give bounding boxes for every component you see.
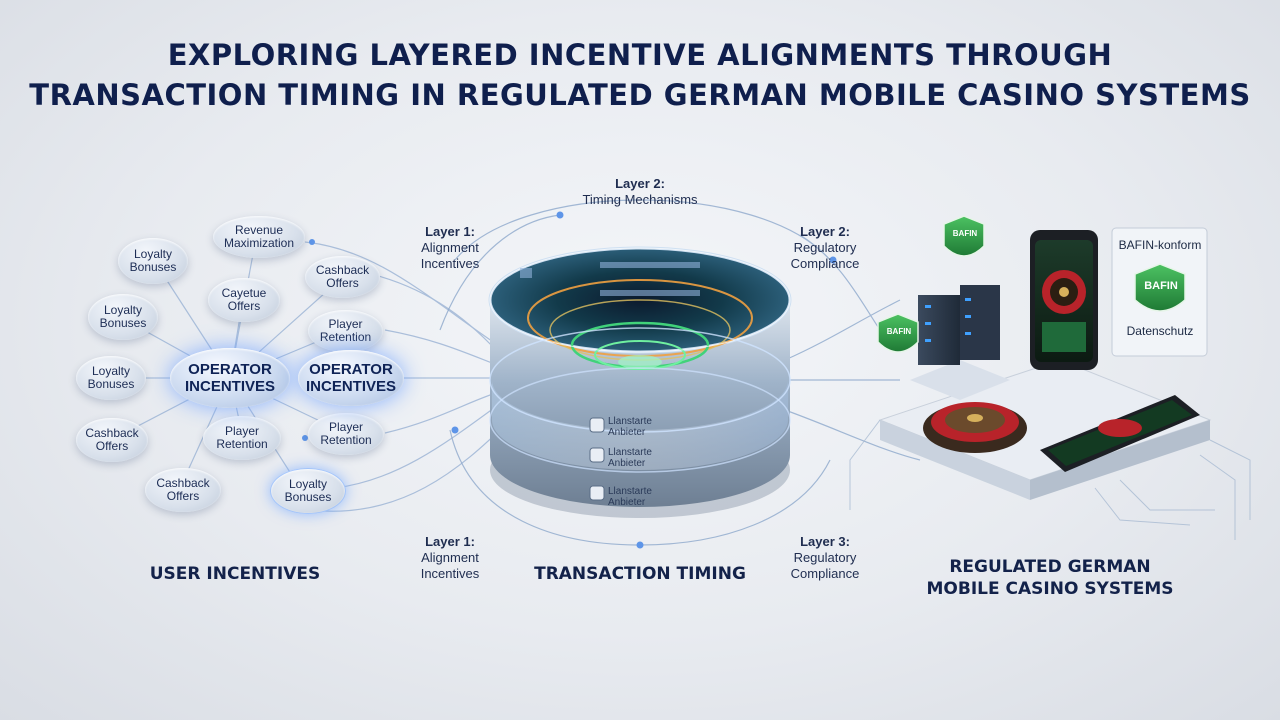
section-label-transaction-timing: TRANSACTION TIMING — [534, 564, 746, 584]
bafin-shield-top — [943, 215, 985, 257]
datenschutz-label: Datenschutz — [1126, 324, 1194, 338]
page-title-line-2: TRANSACTION TIMING IN REGULATED GERMAN M… — [29, 78, 1251, 112]
roulette-wheel — [923, 402, 1027, 453]
bafin-badge-small-text: BAFIN — [886, 327, 912, 336]
hub-operator-incentives-right: OPERATOR INCENTIVES — [298, 350, 404, 406]
layer-label-alignment-top: Layer 1:Alignment Incentives — [420, 224, 480, 271]
node-loyalty-bonuses-2: Loyalty Bonuses — [88, 294, 158, 340]
node-cashback-offers-3: Cashback Offers — [145, 468, 221, 512]
node-player-retention-2: Player Retention — [203, 416, 281, 460]
page-title-line-1: EXPLORING LAYERED INCENTIVE ALIGNMENTS T… — [167, 38, 1113, 72]
ring-label-1: Llanstarte Anbieter — [608, 416, 652, 438]
node-cayetue-offers: Cayetue Offers — [208, 278, 280, 322]
server-rack — [918, 285, 1000, 365]
node-loyalty-bonuses-4: Loyalty Bonuses — [270, 468, 346, 514]
node-revenue-maximization: Revenue Maximization — [213, 216, 305, 258]
hub-operator-incentives-left: OPERATOR INCENTIVES — [170, 348, 290, 408]
flow-nodes — [302, 211, 837, 549]
node-loyalty-bonuses-3: Loyalty Bonuses — [76, 356, 146, 400]
bafin-shield-small — [877, 313, 919, 353]
node-player-retention-3: Player Retention — [308, 413, 384, 455]
node-loyalty-bonuses-1: Loyalty Bonuses — [118, 238, 188, 284]
ring-label-2: Llanstarte Anbieter — [608, 447, 652, 469]
phone-roulette-flat — [1040, 395, 1200, 472]
layer-label-timing-mechanisms: Layer 2:Timing Mechanisms — [582, 176, 698, 207]
ring-label-3: Llanstarte Anbieter — [608, 486, 652, 508]
bafin-badge-panel-text: BAFIN — [1144, 280, 1178, 292]
bafin-konform-label: BAFIN-konform — [1118, 238, 1202, 252]
bafin-badge-top-text: BAFIN — [952, 229, 978, 238]
section-label-regulated-systems: REGULATED GERMAN MOBILE CASINO SYSTEMS — [926, 557, 1174, 599]
node-cashback-offers-1: Cashback Offers — [305, 256, 380, 298]
node-cashback-offers-2: Cashback Offers — [76, 418, 148, 462]
transaction-timing-ring — [488, 246, 792, 518]
timing-flow-curves — [439, 199, 921, 546]
node-player-retention-1: Player Retention — [308, 310, 383, 352]
section-label-user-incentives: USER INCENTIVES — [149, 564, 321, 584]
phone-roulette-upright — [1030, 230, 1098, 370]
compliance-panel — [1111, 227, 1208, 357]
regulated-casino-platform — [849, 215, 1251, 540]
layer-label-alignment-bottom: Layer 1:Alignment Incentives — [420, 534, 480, 581]
layer-label-regulatory-top: Layer 2:Regulatory Compliance — [790, 224, 860, 271]
layer-label-regulatory-bottom: Layer 3:Regulatory Compliance — [790, 534, 860, 581]
